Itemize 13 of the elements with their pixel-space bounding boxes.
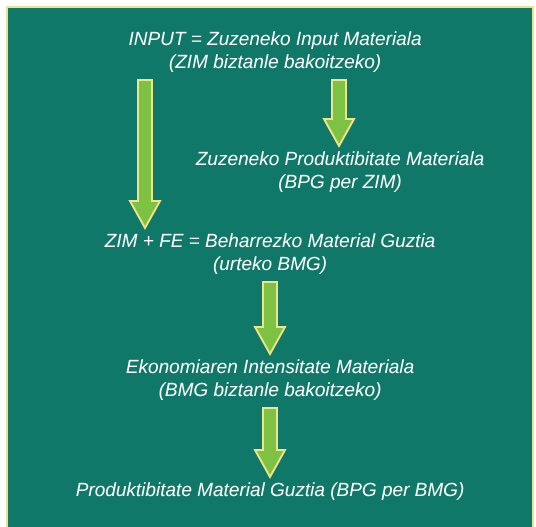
block-arrow <box>128 79 162 230</box>
block-arrow <box>253 407 287 480</box>
node-label: (urteko BMG) <box>212 253 328 276</box>
node-label: Produktibitate Material Guztia (BPG per BMG) <box>76 479 464 502</box>
node-label: Zuzeneko Produktibitate Materiala <box>196 148 484 171</box>
node-label: ZIM + FE = Beharrezko Material Guztia <box>104 230 436 253</box>
node-label: INPUT = Zuzeneko Input Materiala <box>128 28 422 51</box>
block-arrow <box>253 281 287 356</box>
block-arrow <box>322 79 356 148</box>
node-label: (ZIM biztanle bakoitzeko) <box>168 51 382 74</box>
node-label: Ekonomiaren Intensitate Materiala <box>126 356 414 379</box>
node-label: (BMG biztanle bakoitzeko) <box>158 379 382 402</box>
node-label: (BPG per ZIM) <box>278 171 402 194</box>
